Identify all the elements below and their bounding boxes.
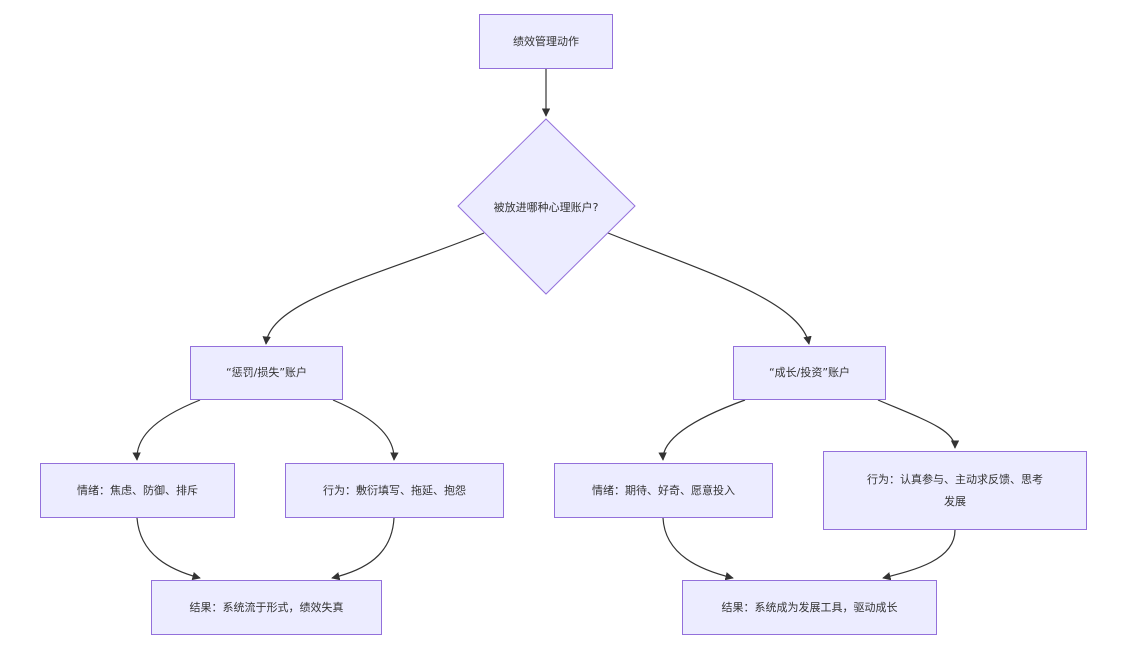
edge-growth-to-emotion <box>658 399 746 461</box>
node-punish-behavior: 行为：敷衍填写、拖延、抱怨 <box>285 463 504 518</box>
node-growth-emotion: 情绪：期待、好奇、愿意投入 <box>554 463 773 518</box>
node-punish-result-label: 结果：系统流于形式，绩效失真 <box>189 600 344 614</box>
node-punish-result: 结果：系统流于形式，绩效失真 <box>151 580 382 635</box>
node-punish-account-label: “惩罚/损失”账户 <box>225 366 308 379</box>
node-growth-result-label: 结果：系统成为发展工具，驱动成长 <box>721 600 898 614</box>
node-punish-account: “惩罚/损失”账户 <box>190 346 343 400</box>
node-growth-account: “成长/投资”账户 <box>733 346 886 400</box>
edge-decision-to-punish <box>262 232 485 345</box>
node-growth-behavior: 行为：认真参与、主动求反馈、思考 发展 <box>823 451 1087 530</box>
edge-emotion-to-result <box>136 517 201 581</box>
node-punish-emotion-label: 情绪：焦虑、防御、排斥 <box>77 483 198 497</box>
edge-punish-to-behavior <box>332 399 399 461</box>
edge-growth-emotion-to-result <box>662 517 734 581</box>
node-punish-emotion: 情绪：焦虑、防御、排斥 <box>40 463 235 518</box>
node-punish-behavior-label: 行为：敷衍填写、拖延、抱怨 <box>323 483 466 497</box>
edge-decision-to-growth <box>607 232 812 345</box>
node-decision-label: 被放进哪种心理账户? <box>493 201 599 214</box>
node-growth-behavior-label: 行为：认真参与、主动求反馈、思考 发展 <box>867 472 1043 508</box>
edge-growth-to-behavior <box>877 399 960 449</box>
node-start-label: 绩效管理动作 <box>513 34 579 48</box>
node-start: 绩效管理动作 <box>479 14 613 69</box>
edge-growth-behavior-to-result <box>882 529 956 581</box>
edge-behavior-to-result <box>331 517 395 581</box>
node-growth-result: 结果：系统成为发展工具，驱动成长 <box>682 580 937 635</box>
node-growth-emotion-label: 情绪：期待、好奇、愿意投入 <box>592 483 735 497</box>
edge-punish-to-emotion <box>132 399 201 461</box>
node-growth-account-label: “成长/投资”账户 <box>768 366 851 379</box>
decision-diamond <box>457 118 636 295</box>
